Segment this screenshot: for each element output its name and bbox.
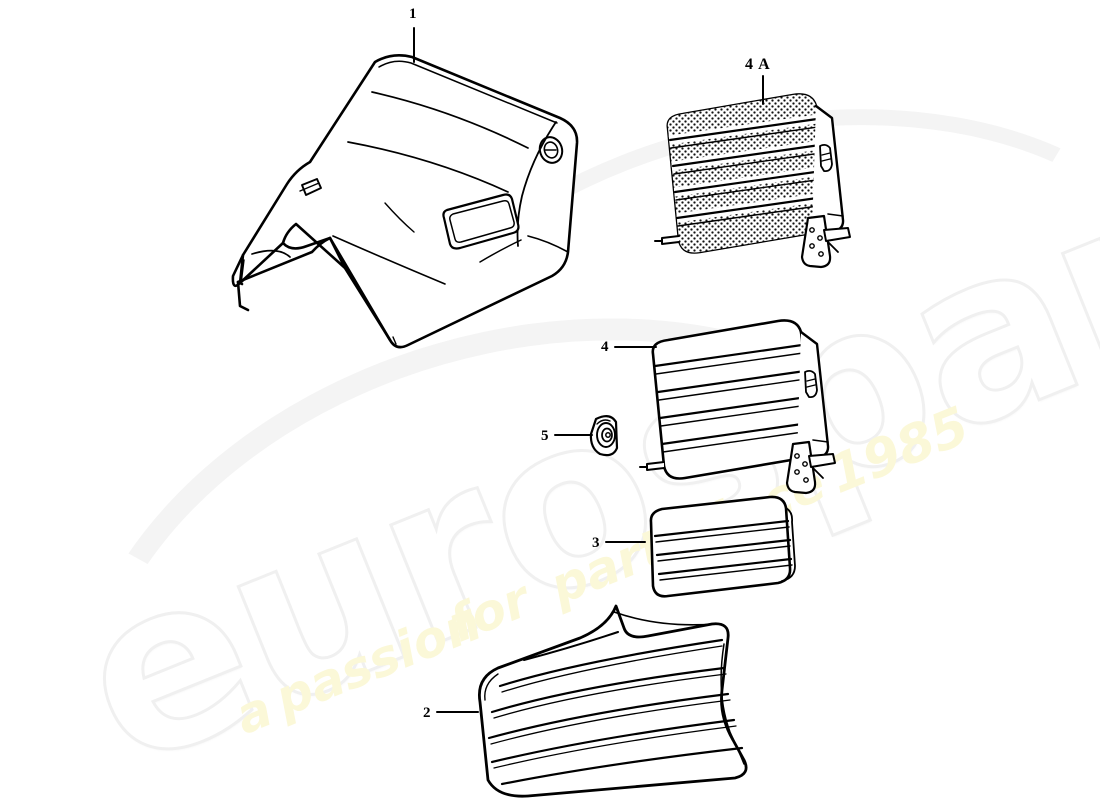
part-2-seat-cushion — [478, 604, 748, 798]
callout-label-3: 3 — [592, 535, 600, 551]
part-5-pivot-knob — [589, 415, 619, 457]
callout-label-2: 2 — [423, 705, 431, 721]
callout-label-5: 5 — [541, 428, 549, 444]
callout-label-4a: 4 A — [745, 56, 771, 73]
part-1-seat-cover — [231, 54, 579, 349]
callout-label-4: 4 — [601, 339, 609, 355]
part-3-headrest-pad — [649, 495, 796, 598]
part-4-backrest-cushion-plain — [639, 319, 836, 495]
part-4a-backrest-cushion-textured — [654, 93, 851, 269]
callout-label-1: 1 — [409, 6, 417, 22]
